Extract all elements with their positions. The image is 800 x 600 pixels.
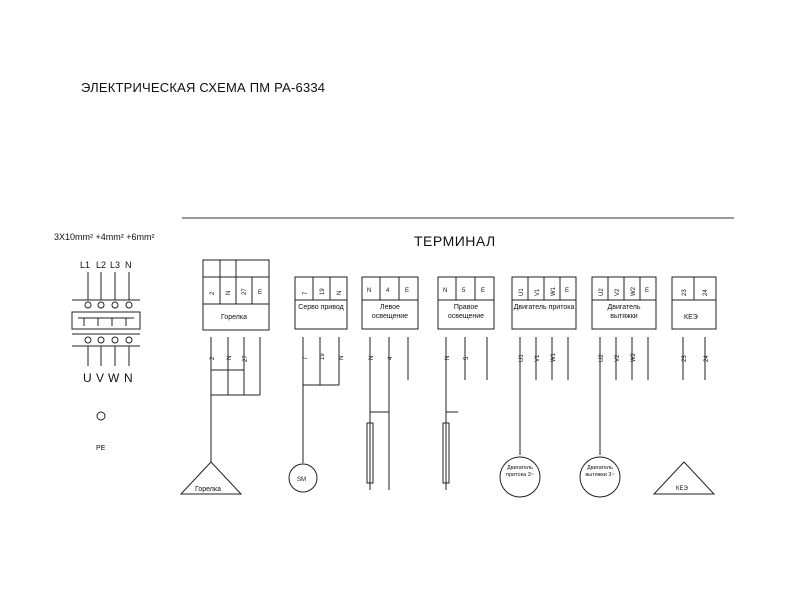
supply-wire-3: W1 xyxy=(551,352,557,362)
output-label-u: U xyxy=(83,371,92,385)
block-servo: 7 19 N Серво привод 7 19 N SM xyxy=(288,276,348,493)
supply-motor-symbol-label: Двигатель притока 3~ xyxy=(505,465,534,478)
supply-motor-icon xyxy=(499,456,541,498)
right-light-term-1: N xyxy=(443,288,447,294)
servo-wire-2: 19 xyxy=(320,353,326,360)
pe-terminal-icon xyxy=(96,411,106,421)
supply-motor-label: Двигатель притока xyxy=(513,304,575,311)
supply-term-4: E xyxy=(565,288,569,294)
output-label-v: V xyxy=(96,371,104,385)
right-light-term-3: E xyxy=(481,288,485,294)
supply-term-2: V1 xyxy=(535,288,541,296)
burner-term-4: E xyxy=(258,290,262,296)
servo-term-3: N xyxy=(337,291,343,295)
input-label-l1: L1 xyxy=(80,260,90,270)
input-label-n: N xyxy=(125,260,132,270)
burner-term-3: 27 xyxy=(242,288,248,295)
supply-term-3: W1 xyxy=(551,286,557,296)
exhaust-motor-symbol-label: Двигатель вытяжки 3~ xyxy=(585,465,615,478)
servo-term-1: 7 xyxy=(303,291,309,295)
exhaust-term-2: V2 xyxy=(615,288,621,296)
burner-term-1: 2 xyxy=(210,291,216,295)
left-light-term-2: 4 xyxy=(386,288,390,294)
burner-wire-1: 2 xyxy=(210,356,216,360)
diagram-title: ЭЛЕКТРИЧЕСКАЯ СХЕМА ПМ РА-6334 xyxy=(81,80,326,95)
input-terminal-block: L1 L2 L3 N U V W N PE xyxy=(71,260,141,452)
kee-symbol-label: КЕЭ xyxy=(676,486,688,492)
right-light-wire-2: 5 xyxy=(464,356,470,360)
left-light-label: Левое освещение xyxy=(371,304,409,320)
left-light-wire-1: N xyxy=(369,356,375,360)
pe-label: PE xyxy=(96,445,106,452)
kee-wire-1: 23 xyxy=(682,355,688,362)
burner-label: Горелка xyxy=(221,314,247,321)
kee-term-1: 23 xyxy=(682,289,688,296)
kee-symbol-icon xyxy=(652,461,716,495)
output-label-n: N xyxy=(124,371,133,385)
exhaust-wire-1: U2 xyxy=(599,354,605,362)
input-label-l2: L2 xyxy=(96,260,106,270)
block-left-light: N 4 E Левое освещение N 4 xyxy=(361,276,419,490)
terminal-title: ТЕРМИНАЛ xyxy=(414,233,496,249)
servo-term-2: 19 xyxy=(320,288,326,295)
burner-symbol-icon xyxy=(179,461,243,495)
left-light-wire-2: 4 xyxy=(388,356,394,360)
supply-wire-2: V1 xyxy=(535,354,541,362)
right-lamp-icon xyxy=(442,422,450,484)
servo-wire-1: 7 xyxy=(303,356,309,360)
exhaust-wire-2: V2 xyxy=(615,354,621,362)
servo-label: Серво привод xyxy=(298,304,344,311)
left-light-term-3: E xyxy=(405,288,409,294)
right-light-wire-1: N xyxy=(445,356,451,360)
servo-symbol-label: SM xyxy=(297,477,306,483)
supply-term-1: U1 xyxy=(519,288,525,296)
block-right-light: N 5 E Правое освещение N 5 xyxy=(437,276,495,490)
right-light-label: Правое освещение xyxy=(447,304,485,320)
exhaust-wire-3: W2 xyxy=(631,352,637,362)
kee-wire-2: 24 xyxy=(704,355,710,362)
block-supply-motor: U1 V1 W1 E Двигатель притока U1 V1 W1 Дв… xyxy=(499,276,577,498)
burner-term-2: N xyxy=(226,291,232,295)
exhaust-term-3: W2 xyxy=(631,286,637,296)
output-label-w: W xyxy=(108,371,120,385)
burner-wire-3: 27 xyxy=(243,355,249,362)
left-lamp-icon xyxy=(366,422,374,484)
exhaust-term-1: U2 xyxy=(599,288,605,296)
block-burner: 2 N 27 E Горелка 2 N 27 Горелка xyxy=(179,259,270,495)
burner-symbol-label: Горелка xyxy=(195,486,221,493)
servo-wire-3: N xyxy=(339,356,345,360)
cable-spec: 3X10mm² +4mm² +6mm² xyxy=(54,232,155,242)
block-kee: 23 24 КЕЭ 23 24 КЕЭ xyxy=(652,276,717,495)
burner-wire-2: N xyxy=(227,356,233,360)
supply-wire-1: U1 xyxy=(519,354,525,362)
servo-motor-icon xyxy=(288,463,318,493)
block-exhaust-motor: U2 V2 W2 E Двигатель вытяжки U2 V2 W2 Дв… xyxy=(579,276,657,498)
right-light-term-2: 5 xyxy=(462,288,466,294)
exhaust-motor-label: Двигатель вытяжки xyxy=(607,304,641,320)
left-light-term-1: N xyxy=(367,288,371,294)
kee-term-2: 24 xyxy=(703,289,709,296)
exhaust-term-4: E xyxy=(645,288,649,294)
kee-label: КЕЭ xyxy=(684,314,698,321)
exhaust-motor-icon xyxy=(579,456,621,498)
input-label-l3: L3 xyxy=(110,260,120,270)
